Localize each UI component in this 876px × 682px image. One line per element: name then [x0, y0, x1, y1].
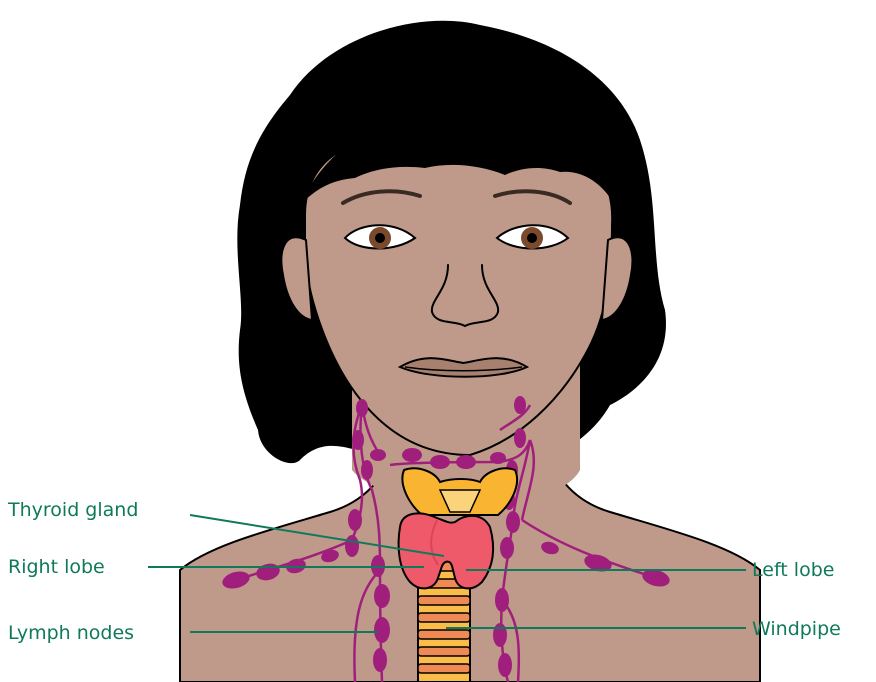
windpipe-ring	[418, 630, 470, 639]
lymph-node	[514, 428, 526, 448]
label-windpipe: Windpipe	[752, 618, 841, 640]
lymph-node	[370, 449, 386, 461]
lymph-node	[498, 653, 512, 677]
lymph-node	[514, 396, 526, 414]
windpipe-ring	[418, 596, 470, 605]
label-lymph-nodes: Lymph nodes	[8, 622, 134, 644]
lymph-node	[495, 588, 509, 612]
label-thyroid-gland: Thyroid gland	[7, 499, 138, 521]
label-left-lobe: Left lobe	[752, 559, 834, 581]
lymph-node	[345, 535, 359, 557]
lymph-node	[352, 430, 364, 450]
lymph-node	[374, 584, 390, 608]
lymph-node	[374, 617, 390, 643]
label-right-lobe: Right lobe	[8, 556, 105, 578]
lymph-node	[356, 399, 368, 417]
lymph-node	[373, 648, 387, 672]
lymph-node	[490, 452, 506, 464]
lymph-node	[506, 511, 520, 533]
windpipe-ring	[418, 613, 470, 622]
lymph-node	[430, 455, 450, 469]
lymph-node	[500, 537, 514, 559]
windpipe-ring	[418, 647, 470, 656]
lymph-node	[493, 623, 507, 647]
lymph-node	[348, 509, 362, 531]
windpipe-ring	[418, 664, 470, 673]
lymph-node	[456, 455, 476, 469]
lymph-node	[361, 460, 373, 480]
lymph-node	[402, 448, 422, 462]
